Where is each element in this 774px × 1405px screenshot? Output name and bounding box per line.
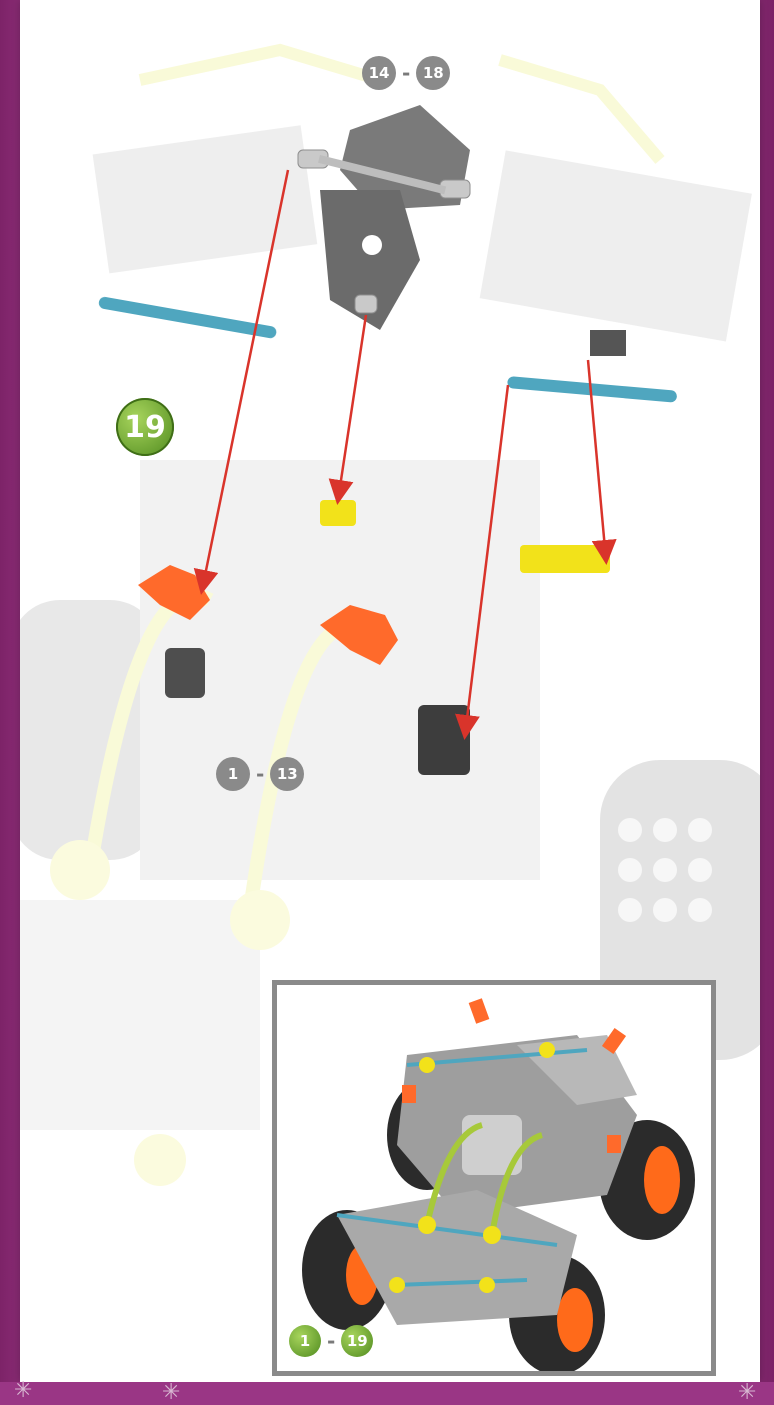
completed-model-illustration	[277, 985, 711, 1371]
step-ref-dash: -	[256, 762, 264, 786]
current-step-badge: 19	[116, 398, 174, 456]
step-ref-start: 14	[362, 56, 396, 90]
step-ref-dash: -	[402, 61, 410, 85]
previous-steps-reference-middle: 1 - 13	[216, 757, 304, 791]
step-ref-end: 18	[416, 56, 450, 90]
step-number: 19	[116, 398, 174, 456]
decorative-star-icon: ✳	[738, 1380, 756, 1405]
instruction-sheet: 14 - 18 19 1 - 13	[20, 0, 760, 1382]
step-ref-end: 13	[270, 757, 304, 791]
completed-steps-reference: 1 - 19	[289, 1325, 373, 1357]
step-ref-end: 19	[341, 1325, 373, 1357]
step-ref-start: 1	[216, 757, 250, 791]
previous-steps-reference-top: 14 - 18	[362, 56, 450, 90]
decorative-star-icon: ✳	[162, 1380, 180, 1405]
step-ref-start: 1	[289, 1325, 321, 1357]
page-bottom-border	[0, 1382, 774, 1405]
completed-model-inset: 1 - 19	[272, 980, 716, 1376]
decorative-star-icon: ✳	[14, 1378, 32, 1403]
step-ref-dash: -	[327, 1329, 335, 1353]
